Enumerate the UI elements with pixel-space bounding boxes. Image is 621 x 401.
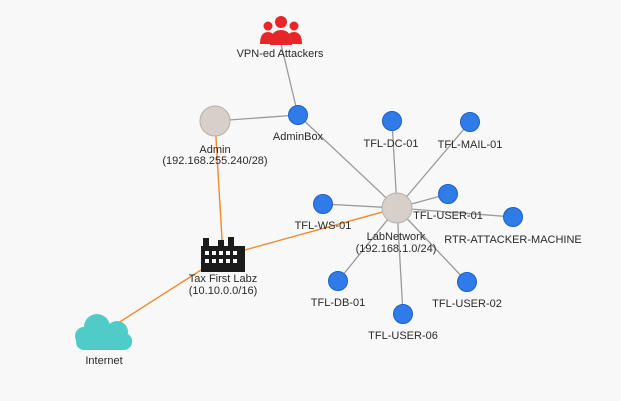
building-icon bbox=[201, 237, 245, 272]
tfl-ws-01-label: TFL-WS-01 bbox=[295, 220, 352, 232]
adminbox-node[interactable]: AdminBox bbox=[273, 105, 324, 144]
labnetwork-node[interactable]: LabNetwork (192.168.1.0/24) bbox=[356, 192, 437, 255]
attackers-label: VPN-ed Attackers bbox=[237, 48, 324, 60]
admin-subnet: (192.168.255.240/28) bbox=[162, 155, 267, 167]
users-icon bbox=[260, 16, 302, 45]
edge-mail-labnetwork bbox=[396, 121, 471, 209]
edge-rtr-labnetwork bbox=[396, 207, 514, 218]
edge-admin-taxfirst bbox=[214, 120, 224, 257]
tfl-dc-01-label: TFL-DC-01 bbox=[363, 138, 418, 150]
tfl-user-01-label: TFL-USER-01 bbox=[413, 210, 483, 222]
tfl-dc-01-node[interactable]: TFL-DC-01 bbox=[363, 111, 419, 151]
attackers-node[interactable]: VPN-ed Attackers bbox=[237, 16, 324, 60]
tfl-db-01-node[interactable]: TFL-DB-01 bbox=[311, 271, 365, 310]
edge-db-labnetwork bbox=[337, 207, 398, 282]
tfl-mail-01-label: TFL-MAIL-01 bbox=[438, 139, 503, 151]
admin-label: Admin bbox=[199, 144, 230, 156]
edge-user06-labnetwork bbox=[396, 207, 404, 315]
taxfirst-subnet: (10.10.0.0/16) bbox=[189, 285, 258, 297]
tfl-user-06-node[interactable]: TFL-USER-06 bbox=[368, 304, 438, 343]
tfl-ws-01-node[interactable]: TFL-WS-01 bbox=[295, 194, 352, 233]
adminbox-label: AdminBox bbox=[273, 131, 324, 143]
rtr-attacker-machine-label: RTR-ATTACKER-MACHINE bbox=[444, 234, 582, 246]
tfl-db-01-label: TFL-DB-01 bbox=[311, 297, 365, 309]
edge-adminbox-labnetwork bbox=[297, 114, 398, 209]
taxfirst-label: Tax First Labz bbox=[189, 273, 257, 285]
rtr-attacker-machine-node[interactable]: RTR-ATTACKER-MACHINE bbox=[444, 207, 582, 247]
cloud-icon bbox=[75, 314, 132, 350]
internet-label: Internet bbox=[85, 355, 122, 367]
edge-labnetwork-taxfirst bbox=[222, 207, 398, 257]
labnetwork-label: LabNetwork bbox=[367, 231, 426, 243]
tfl-user-01-node[interactable]: TFL-USER-01 bbox=[413, 184, 483, 223]
edges bbox=[103, 43, 514, 333]
labnetwork-subnet: (192.168.1.0/24) bbox=[356, 243, 437, 255]
edge-attackers-adminbox bbox=[280, 43, 299, 116]
taxfirst-node[interactable]: Tax First Labz (10.10.0.0/16) bbox=[189, 237, 258, 297]
tfl-user-06-label: TFL-USER-06 bbox=[368, 330, 438, 342]
tfl-mail-01-node[interactable]: TFL-MAIL-01 bbox=[438, 112, 503, 152]
tfl-user-02-node[interactable]: TFL-USER-02 bbox=[432, 272, 502, 311]
tfl-user-02-label: TFL-USER-02 bbox=[432, 298, 502, 310]
admin-network-node[interactable]: Admin (192.168.255.240/28) bbox=[162, 105, 268, 167]
internet-node[interactable]: Internet bbox=[75, 314, 132, 367]
edge-user02-labnetwork bbox=[396, 207, 468, 283]
